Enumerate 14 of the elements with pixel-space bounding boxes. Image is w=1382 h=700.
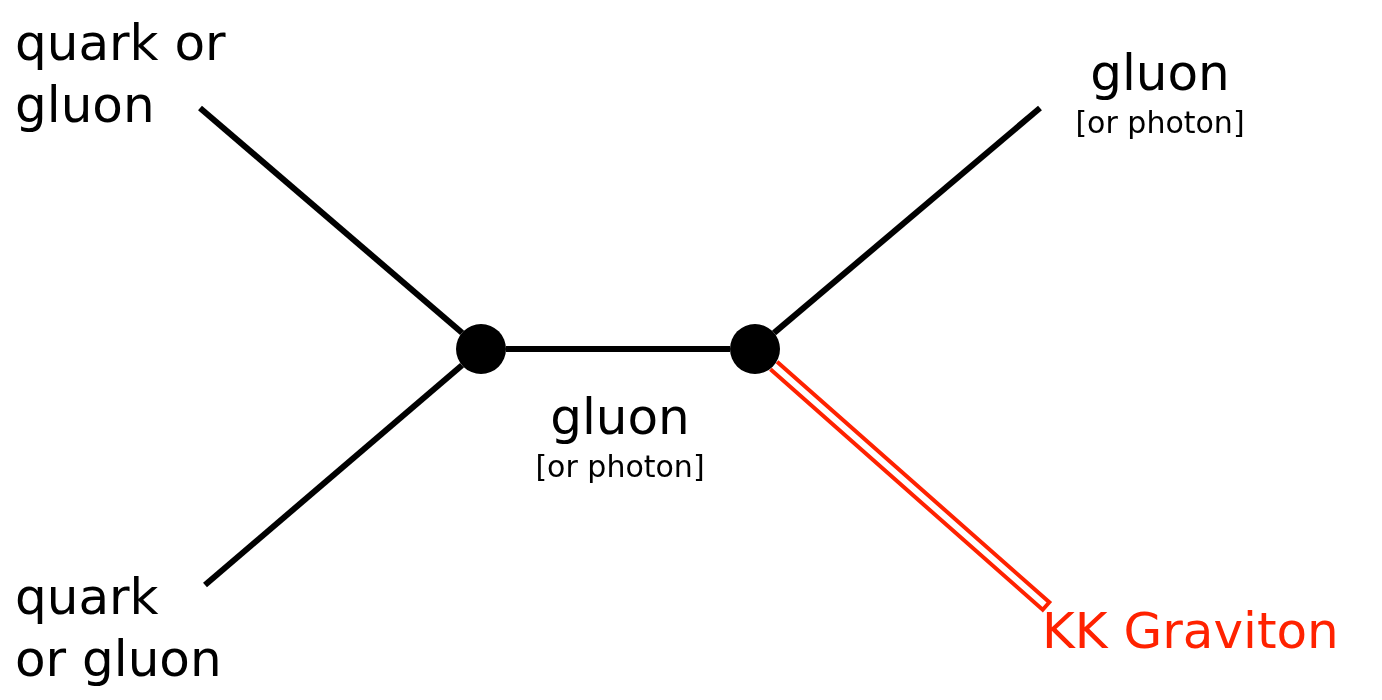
particle-label: quark or gluon: [15, 567, 223, 690]
propagator-note: [or photon]: [534, 448, 706, 486]
particle-label: gluon: [1089, 43, 1231, 104]
propagator-line: [506, 346, 730, 352]
propagator-line: [198, 105, 464, 335]
particle-note: [or photon]: [1074, 104, 1246, 142]
particle-label: quark or gluon: [15, 13, 227, 136]
propagator-line: [772, 105, 1042, 336]
propagator-label: gluon: [549, 387, 691, 448]
particle-label: KK Graviton: [1042, 601, 1340, 662]
propagator-line: [203, 362, 464, 588]
vertex-dot: [456, 324, 506, 374]
double-line: [769, 359, 1053, 613]
vertex-dot: [730, 324, 780, 374]
